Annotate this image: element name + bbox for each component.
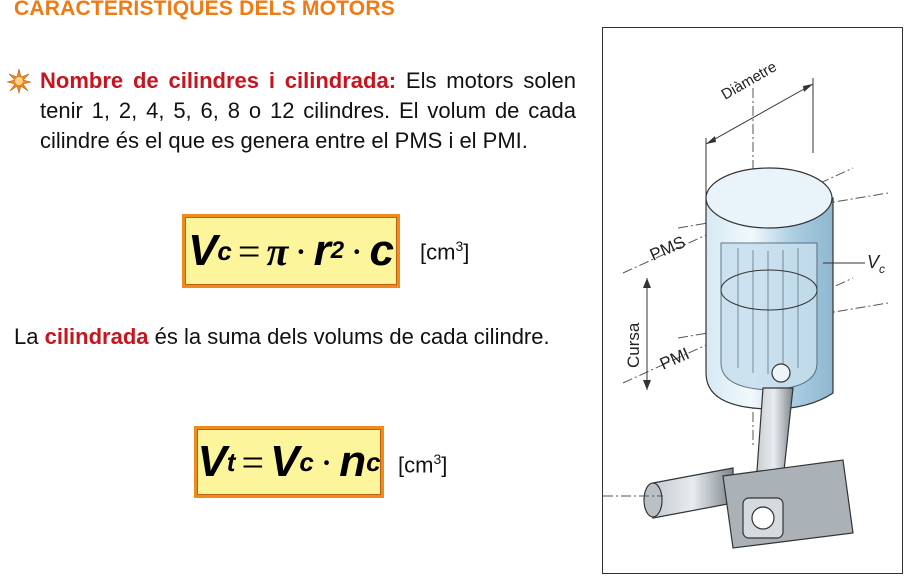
cylinder-count-heading: Nombre de cilindres i cilindrada: <box>40 68 397 93</box>
formula2-n: n <box>339 437 367 486</box>
formula2-dot: · <box>319 439 334 485</box>
page-title: CARACTERISTIQUES DELS MOTORS <box>14 0 395 20</box>
formula1-exponent: 2 <box>330 237 345 264</box>
formula2-v: V <box>270 437 300 486</box>
diameter-dimension-line <box>705 83 814 145</box>
orange-star-bullet-icon <box>6 68 32 94</box>
formula2-lhs-sub: t <box>226 446 236 477</box>
cylinder-top <box>705 167 833 229</box>
formula2-lhs: V <box>197 437 227 486</box>
stroke-label: Cursa <box>624 322 643 368</box>
displacement-keyword: cilindrada <box>44 324 149 349</box>
formula1-c: c <box>369 226 394 275</box>
formula1-unit: [cm3] <box>420 238 470 265</box>
cylinder-count-text: Els motors solen tenir 1, 2, 4, 5, 6, 8 … <box>40 68 576 153</box>
piston-body <box>720 242 818 391</box>
formula1-dot-1: · <box>294 228 308 274</box>
crankshaft-pin <box>652 467 734 519</box>
formula1-dot-2: · <box>350 228 364 274</box>
piston-cylinder-figure: Diàmetre Cursa PMS P <box>602 27 903 574</box>
diameter-label: Diàmetre <box>719 58 780 103</box>
piston-pin <box>771 363 791 383</box>
cylinder-count-paragraph: Nombre de cilindres i cilindrada: Els mo… <box>40 66 576 156</box>
formula1-r: r <box>313 226 331 275</box>
vc-label: Vc <box>867 252 885 276</box>
piston-diagram: Diàmetre Cursa PMS P <box>603 58 889 549</box>
formula1-equals: = <box>237 228 261 274</box>
formula1-pi: π <box>266 228 289 274</box>
pms-label: PMS <box>647 232 688 264</box>
piston-crown <box>720 269 818 311</box>
formula2-equals: = <box>241 439 265 485</box>
displacement-paragraph: La cilindrada és la suma dels volums de … <box>14 324 550 349</box>
formula1-lhs: V <box>188 226 218 275</box>
formula1-lhs-sub: c <box>217 235 232 266</box>
formula2-n-sub: c <box>366 446 381 477</box>
pmi-label: PMI <box>657 344 692 374</box>
formula2-unit: [cm3] <box>398 451 448 478</box>
formula2-v-sub: c <box>299 446 314 477</box>
